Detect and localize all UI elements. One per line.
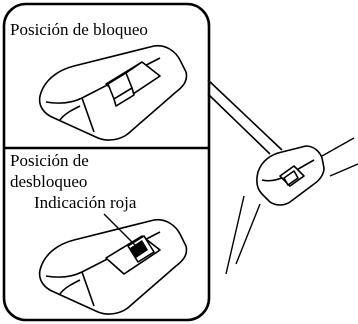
unlock-switch-drawing [38,218,188,315]
door-panel-lines [225,137,358,275]
red-indication-label: Indicación roja [34,193,137,212]
lock-switch-drawing [38,44,188,141]
indicator-pointer [103,213,137,247]
callout-pointer [207,79,283,155]
unlock-position-title-line2: desbloqueo [10,172,88,191]
unlock-position-title-line1: Posición de [10,151,89,170]
small-switch-drawing [256,145,325,206]
lock-position-title: Posición de bloqueo [10,20,148,39]
red-indicator-mark [130,240,148,258]
